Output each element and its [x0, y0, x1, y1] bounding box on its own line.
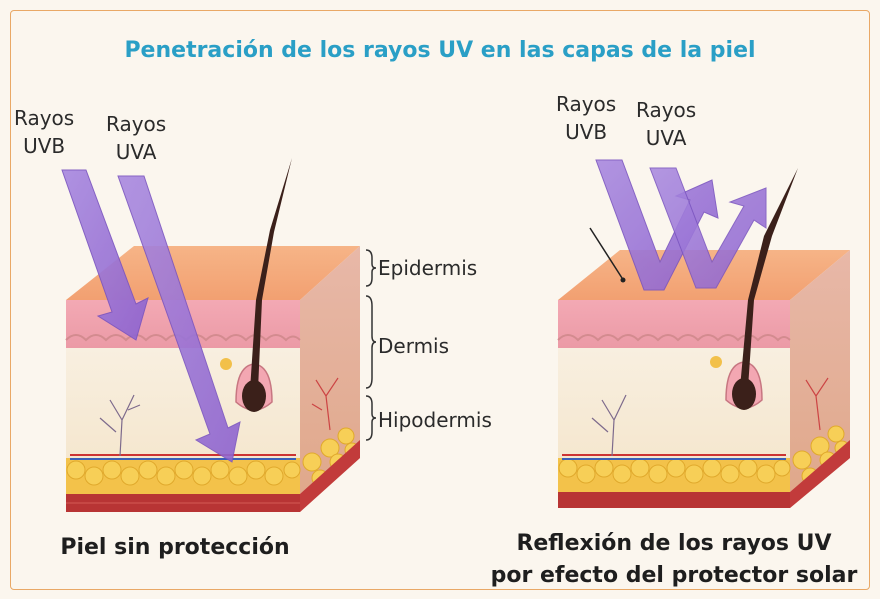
right-caption-line2: por efecto del protector solar — [478, 560, 870, 592]
left-uva-label: Rayos UVA — [106, 110, 166, 166]
left-skin-block — [66, 158, 360, 512]
right-epidermis-front — [558, 300, 790, 348]
right-uvb-label: Rayos UVB — [556, 90, 616, 146]
right-caption-line1: Reflexión de los rayos UV — [478, 528, 870, 560]
right-caption: Reflexión de los rayos UV por efecto del… — [478, 528, 870, 592]
layer-brackets — [366, 250, 376, 440]
right-uvb-label-line2: UVB — [556, 118, 616, 146]
left-uvb-label-line1: Rayos — [14, 104, 74, 132]
label-hipodermis: Hipodermis — [378, 408, 492, 432]
left-caption: Piel sin protección — [60, 532, 290, 564]
right-uva-label-line1: Rayos — [636, 96, 696, 124]
left-uvb-label: Rayos UVB — [14, 104, 74, 160]
left-uva-label-line2: UVA — [106, 138, 166, 166]
right-skin-block — [558, 168, 850, 508]
label-epidermis: Epidermis — [378, 256, 477, 280]
left-uva-label-line1: Rayos — [106, 110, 166, 138]
right-uvb-label-line1: Rayos — [556, 90, 616, 118]
label-dermis: Dermis — [378, 334, 449, 358]
right-uva-label-line2: UVA — [636, 124, 696, 152]
left-uvb-label-line2: UVB — [14, 132, 74, 160]
right-uva-label: Rayos UVA — [636, 96, 696, 152]
